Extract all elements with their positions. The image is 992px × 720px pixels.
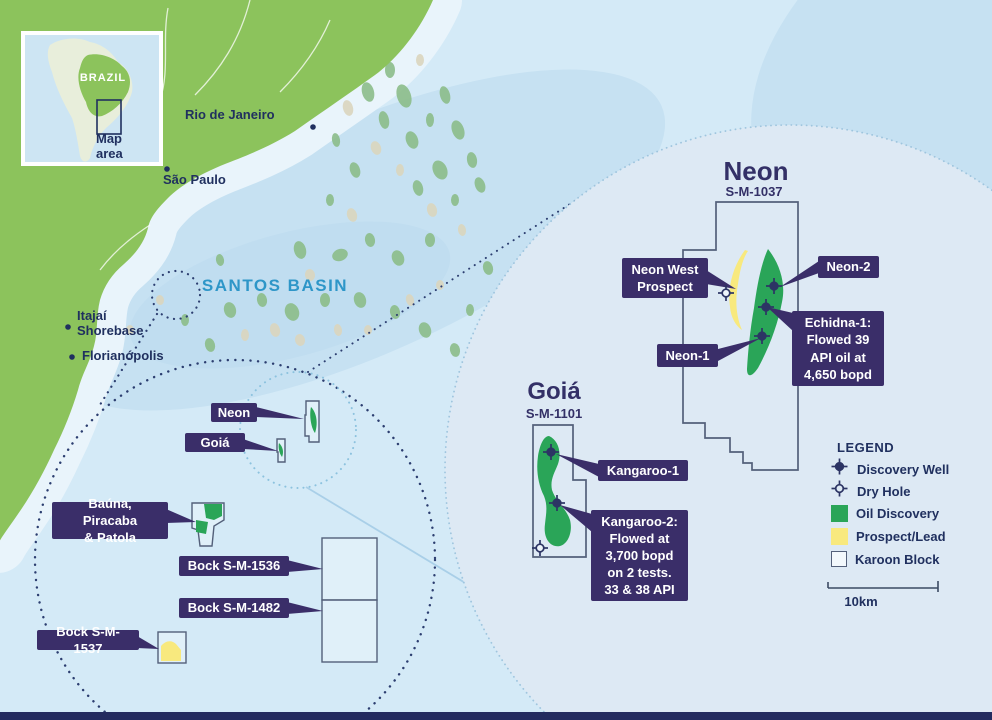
location-connector-line: [96, 312, 159, 410]
callout-goia-overview: Goiá: [185, 433, 245, 452]
legend-label: Dry Hole: [857, 483, 911, 499]
bock-1537-lead-shape: [161, 641, 181, 661]
goia-detail-title: Goiá: [527, 378, 581, 405]
legend-item-karoon-block: Karoon Block: [831, 549, 940, 569]
bottom-bar: [0, 712, 992, 720]
city-label-florianopolis: Florianópolis: [82, 348, 164, 363]
dry-hole-neon-west: [718, 285, 734, 301]
callout-neon-1: Neon-1: [657, 344, 718, 367]
karoon-block-swatch: [831, 551, 847, 567]
callout-bock-1482: Bock S-M-1482: [179, 598, 289, 618]
neon-block-id: S-M-1037: [725, 184, 783, 199]
neon-detail-title: Neon: [723, 156, 789, 186]
discovery-well-kangaroo-2: [549, 495, 565, 511]
legend-title: LEGEND: [837, 440, 895, 455]
neon-block-detail: [682, 201, 799, 471]
oil-discovery-swatch: [831, 504, 848, 522]
city-label-sao-paulo: São Paulo: [163, 172, 226, 187]
discovery-well-echidna-1: [758, 299, 774, 315]
brazil-shape: [78, 54, 130, 117]
callout-neon-west-prospect: Neon West Prospect: [622, 258, 708, 298]
discovery-well-icon: [830, 457, 849, 481]
map-area-rect: [96, 99, 122, 135]
callout-neon-2: Neon-2: [818, 256, 879, 278]
prospect-lead-swatch: [831, 527, 848, 545]
discovery-well-neon-1: [754, 328, 770, 344]
callout-bauna: Baúna, Piracaba & Patola: [52, 496, 168, 545]
legend-label: Karoon Block: [855, 551, 940, 567]
santos-basin-label: SANTOS BASIN: [201, 276, 349, 295]
sao-paulo-dot: [164, 166, 170, 172]
dry-hole-icon: [830, 479, 849, 503]
inset-map-area-label: Map area: [96, 131, 123, 161]
city-dots: [65, 124, 316, 360]
callout-neon-overview: Neon: [211, 403, 257, 422]
bock-1536-block: [321, 537, 378, 601]
legend-label: Oil Discovery: [856, 505, 940, 521]
basin-field-blobs: [126, 48, 504, 357]
inset-country-label: BRAZIL: [79, 72, 127, 84]
goia-oil-shape: [537, 436, 571, 547]
legend-item-discovery-well: Discovery Well: [830, 457, 950, 481]
scale-bar-label: 10km: [844, 594, 878, 609]
scale-bar: [827, 581, 939, 592]
callout-kangaroo-2: Kangaroo-2: Flowed at 3,700 bopd on 2 te…: [591, 510, 688, 601]
dry-hole-goia: [532, 540, 548, 556]
goia-block-detail: [532, 424, 587, 558]
detail-connector-upper: [307, 187, 596, 373]
bock-1482-block: [321, 599, 378, 663]
itajai-dot: [65, 324, 71, 330]
legend-item-oil-discovery: Oil Discovery: [831, 503, 939, 523]
legend-label: Prospect/Lead: [856, 528, 946, 544]
wells: [532, 278, 782, 556]
goia-block-id: S-M-1101: [525, 406, 583, 421]
neon-west-lead-shape: [729, 250, 748, 330]
florianopolis-dot: [69, 354, 75, 360]
overview-oil-shapes: [196, 407, 317, 534]
blocks-dotted-circle: [239, 371, 357, 489]
rio-dot: [310, 124, 316, 130]
city-label-rio: Rio de Janeiro: [185, 107, 275, 122]
callout-echidna-1: Echidna-1: Flowed 39 API oil at 4,650 bo…: [792, 311, 884, 386]
overview-zoom-circle: [33, 358, 437, 720]
discovery-well-kangaroo-1: [543, 444, 559, 460]
discovery-well-neon-2: [766, 278, 782, 294]
callout-pointers: [137, 261, 819, 649]
location-dotted-circle: [150, 269, 202, 321]
callout-kangaroo-1: Kangaroo-1: [598, 460, 688, 481]
legend-item-prospect-lead: Prospect/Lead: [831, 526, 946, 546]
legend-item-dry-hole: Dry Hole: [830, 479, 911, 503]
callout-bock-1536: Bock S-M-1536: [179, 556, 289, 576]
callout-bock-1537: Bock S-M-1537: [37, 624, 139, 656]
inset-map: [21, 31, 163, 166]
legend-label: Discovery Well: [857, 461, 950, 477]
city-label-itajai: Itajaí Shorebase: [77, 308, 144, 338]
